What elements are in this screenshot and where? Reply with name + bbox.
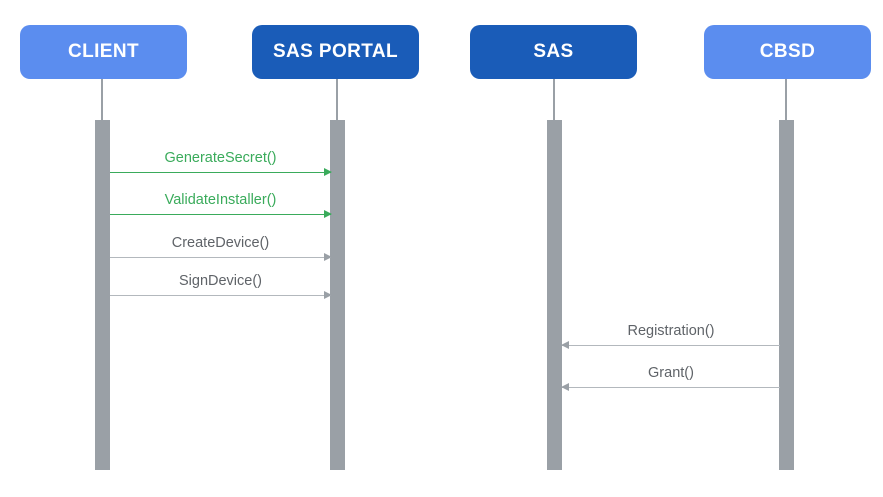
arrow-head-right-icon	[324, 252, 332, 261]
lifeline-stem-sas-portal	[336, 79, 338, 120]
message-line-registration	[562, 345, 780, 346]
arrow-head-right-icon	[324, 209, 332, 218]
participant-label-client: CLIENT	[67, 41, 139, 62]
participant-label-sas-portal: SAS PORTAL	[272, 41, 399, 62]
message-label-grant: Grant()	[648, 365, 694, 381]
message-label-sign-device: SignDevice()	[179, 273, 262, 289]
arrow-head-left-icon	[561, 382, 569, 391]
arrow-head-right-icon	[324, 290, 332, 299]
activation-bar-cbsd	[779, 120, 794, 470]
participant-box-sas[interactable]: SAS	[470, 25, 637, 79]
message-line-create-device	[110, 257, 331, 258]
participant-box-sas-portal[interactable]: SAS PORTAL	[252, 25, 419, 79]
lifeline-stem-sas	[553, 79, 555, 120]
activation-bar-sas	[547, 120, 562, 470]
activation-bar-client	[95, 120, 110, 470]
activation-bar-sas-portal	[330, 120, 345, 470]
message-label-create-device: CreateDevice()	[171, 235, 270, 251]
message-line-sign-device	[110, 295, 331, 296]
participant-box-cbsd[interactable]: CBSD	[704, 25, 871, 79]
lifeline-stem-client	[101, 79, 103, 120]
participant-label-sas: SAS	[533, 41, 574, 62]
lifeline-stem-cbsd	[785, 79, 787, 120]
participant-label-cbsd: CBSD	[759, 41, 816, 62]
participant-box-client[interactable]: CLIENT	[20, 25, 187, 79]
message-label-generate-secret: GenerateSecret()	[164, 150, 277, 166]
arrow-head-left-icon	[561, 340, 569, 349]
message-line-generate-secret	[110, 172, 331, 173]
message-label-registration: Registration()	[627, 323, 715, 339]
message-label-validate-installer: ValidateInstaller()	[164, 192, 277, 208]
arrow-head-right-icon	[324, 167, 332, 176]
message-line-grant	[562, 387, 780, 388]
message-line-validate-installer	[110, 214, 331, 215]
